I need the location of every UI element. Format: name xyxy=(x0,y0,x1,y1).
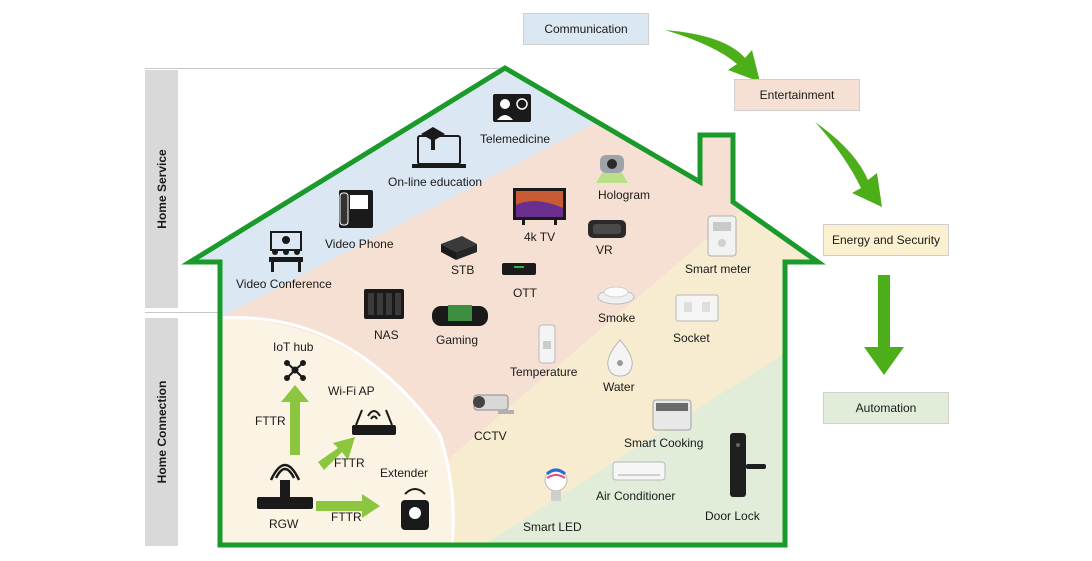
gaming-icon xyxy=(432,305,488,326)
entertainment-box: Entertainment xyxy=(734,79,860,111)
smart-led-icon xyxy=(544,468,568,501)
nas-label: NAS xyxy=(374,328,399,342)
arrow-energy-to-auto xyxy=(864,275,904,375)
iot-hub-icon xyxy=(284,360,306,381)
water-label: Water xyxy=(603,380,635,394)
cctv-icon xyxy=(473,394,514,414)
telemedicine-icon xyxy=(493,94,531,122)
video-conference-icon xyxy=(269,231,303,272)
cctv-label: CCTV xyxy=(474,429,507,443)
fttr-arrow-diag xyxy=(318,437,355,470)
house-outline xyxy=(181,65,826,548)
air-conditioner-icon xyxy=(612,461,666,481)
video-phone-label: Video Phone xyxy=(325,237,394,251)
wifi-ap-icon xyxy=(352,409,396,435)
rgw-icon xyxy=(257,463,313,509)
home-service-bar xyxy=(145,70,178,308)
door-lock-label: Door Lock xyxy=(705,509,760,523)
iot-hub-label: IoT hub xyxy=(273,340,314,354)
fttr-label-right: FTTR xyxy=(331,510,362,524)
communication-box: Communication xyxy=(523,13,649,45)
home-connection-bar xyxy=(145,318,178,546)
nas-icon xyxy=(364,289,404,319)
smoke-icon xyxy=(597,286,635,305)
door-lock-icon xyxy=(730,433,766,497)
tv-4k-icon xyxy=(513,188,566,225)
hologram-icon xyxy=(596,155,628,183)
fttr-arrow-up xyxy=(281,385,309,455)
fttr-arrows xyxy=(281,385,380,518)
stb-icon xyxy=(441,236,477,260)
hologram-label: Hologram xyxy=(598,188,651,202)
tv-4k-label: 4k TV xyxy=(524,230,556,244)
arrow-ent-to-energy xyxy=(815,122,882,207)
fttr-label-diag: FTTR xyxy=(334,456,365,470)
arrow-comm-to-ent xyxy=(665,30,760,82)
wifi-ap-label: Wi-Fi AP xyxy=(328,384,375,398)
smart-meter-label: Smart meter xyxy=(685,262,752,276)
video-phone-icon xyxy=(339,190,373,228)
video-conference-label: Video Conference xyxy=(236,277,332,291)
socket-icon xyxy=(675,294,719,322)
energy-security-box: Energy and Security xyxy=(823,224,949,256)
flow-arrows xyxy=(665,30,904,375)
ott-label: OTT xyxy=(513,286,537,300)
smart-led-label: Smart LED xyxy=(523,520,582,534)
smart-cooking-icon xyxy=(652,399,692,431)
stb-label: STB xyxy=(451,263,475,277)
telemedicine-label: Telemedicine xyxy=(480,132,551,146)
online-education-icon xyxy=(412,127,466,168)
water-icon xyxy=(607,339,633,377)
zone-connection-edge xyxy=(219,316,455,545)
temperature-label: Temperature xyxy=(510,365,578,379)
online-education-label: On-line education xyxy=(388,175,483,189)
air-conditioner-label: Air Conditioner xyxy=(596,489,676,503)
smart-meter-icon xyxy=(707,215,737,257)
rgw-label: RGW xyxy=(269,517,299,531)
fttr-arrow-right xyxy=(316,494,380,518)
automation-box: Automation xyxy=(823,392,949,424)
extender-label: Extender xyxy=(380,466,429,480)
socket-label: Socket xyxy=(673,331,710,345)
temperature-icon xyxy=(538,324,556,364)
divider-top xyxy=(145,68,505,69)
divider-middle xyxy=(145,312,225,313)
gaming-label: Gaming xyxy=(436,333,479,347)
vr-label: VR xyxy=(596,243,613,257)
ott-icon xyxy=(502,263,536,275)
vr-icon xyxy=(588,220,626,238)
smoke-label: Smoke xyxy=(598,311,636,325)
smart-cooking-label: Smart Cooking xyxy=(624,436,704,450)
extender-icon xyxy=(401,488,429,530)
fttr-label-up: FTTR xyxy=(255,414,286,428)
